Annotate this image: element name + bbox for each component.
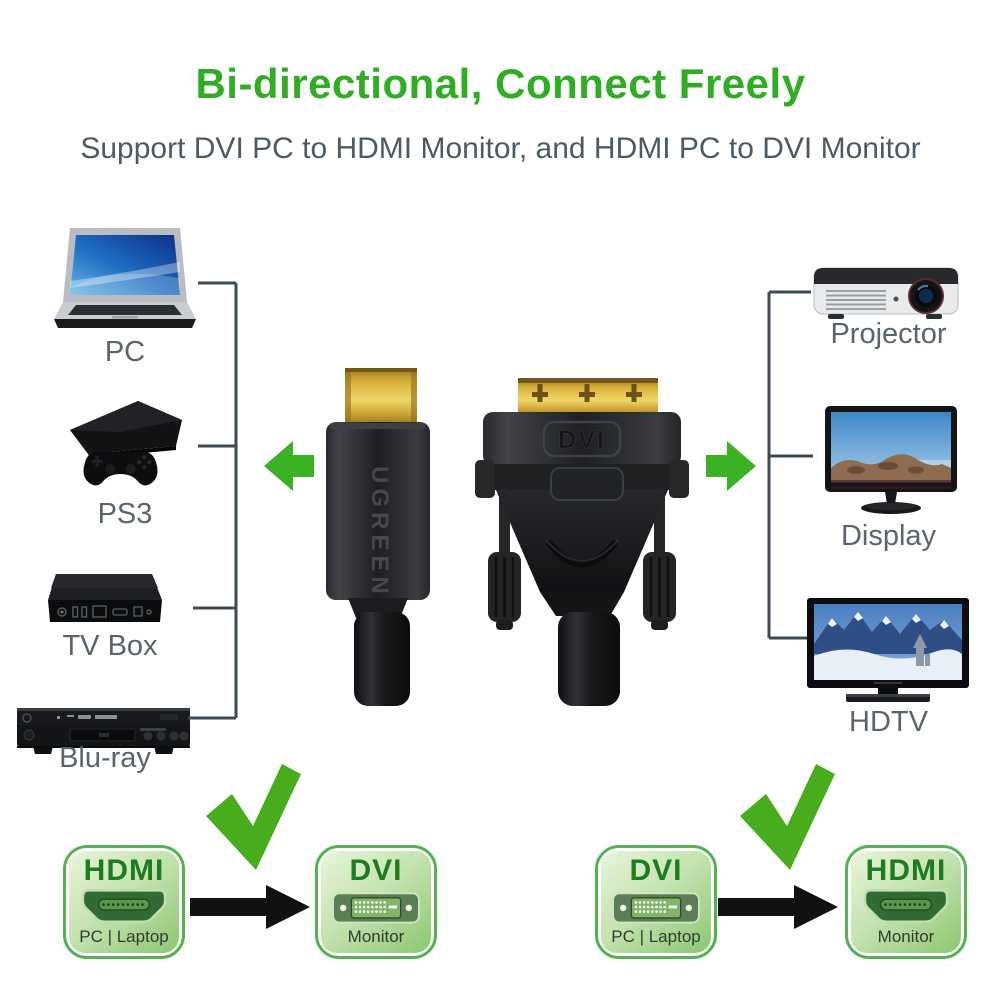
badge-dvi-source: DVI PC | Laptop (595, 845, 717, 959)
arrow-right-icon (706, 441, 756, 491)
display-label: Display (840, 520, 937, 552)
projector-image (813, 267, 959, 319)
ps3-image (70, 401, 182, 486)
black-arrow-icon (718, 885, 838, 929)
hdtv-image (807, 598, 969, 702)
badge-dvi-target-caption: Monitor (347, 927, 405, 946)
blu-ray-image (17, 708, 190, 754)
page-title: Bi-directional, Connect Freely (195, 60, 806, 107)
display-image (825, 406, 957, 514)
tv-box-image (48, 574, 162, 622)
dvi-thumbscrews (488, 552, 676, 630)
ps3-label: PS3 (97, 498, 153, 530)
badge-dvi-source-caption: PC | Laptop (611, 927, 701, 946)
hdmi-port-icon (863, 889, 949, 923)
dvi-connector: DVI (475, 378, 689, 706)
hdmi-connector: UGREEN (326, 368, 430, 706)
dvi-port-icon (612, 892, 700, 924)
hdtv-label: HDTV (849, 706, 928, 738)
projector-lens (908, 278, 944, 314)
tv-box-label: TV Box (62, 630, 158, 662)
black-arrow-icon (190, 885, 310, 929)
checkmark-icon (206, 764, 301, 870)
dvi-port-icon (332, 892, 420, 924)
arrow-left-icon (264, 441, 314, 491)
checkmark-icon (740, 764, 835, 870)
badge-hdmi-source-caption: PC | Laptop (79, 927, 169, 946)
badge-hdmi-source-title: HDMI (83, 854, 165, 887)
left-bracket-lines (188, 281, 238, 720)
badge-hdmi-target-title: HDMI (865, 854, 947, 887)
hdmi-port-icon (81, 889, 167, 923)
badge-hdmi-target-caption: Monitor (877, 927, 935, 946)
badge-dvi-target: DVI Monitor (315, 845, 437, 959)
page-subtitle: Support DVI PC to HDMI Monitor, and HDMI… (80, 132, 921, 165)
cable-photo: UGREEN DVI (326, 368, 689, 706)
badge-dvi-source-title: DVI (629, 854, 683, 887)
dvi-embossed-label: DVI (558, 426, 606, 454)
projector-label: Projector (830, 318, 947, 350)
pc-label: PC (104, 336, 146, 368)
pc-laptop-image (54, 228, 196, 328)
castle-silhouette (913, 634, 930, 666)
right-bracket-lines (767, 290, 813, 640)
badge-dvi-target-title: DVI (349, 854, 403, 887)
badge-hdmi-source: HDMI PC | Laptop (63, 845, 185, 959)
cable-brand-text: UGREEN (366, 466, 393, 599)
badge-hdmi-target: HDMI Monitor (845, 845, 967, 959)
blu-ray-label: Blu-ray (59, 742, 151, 774)
